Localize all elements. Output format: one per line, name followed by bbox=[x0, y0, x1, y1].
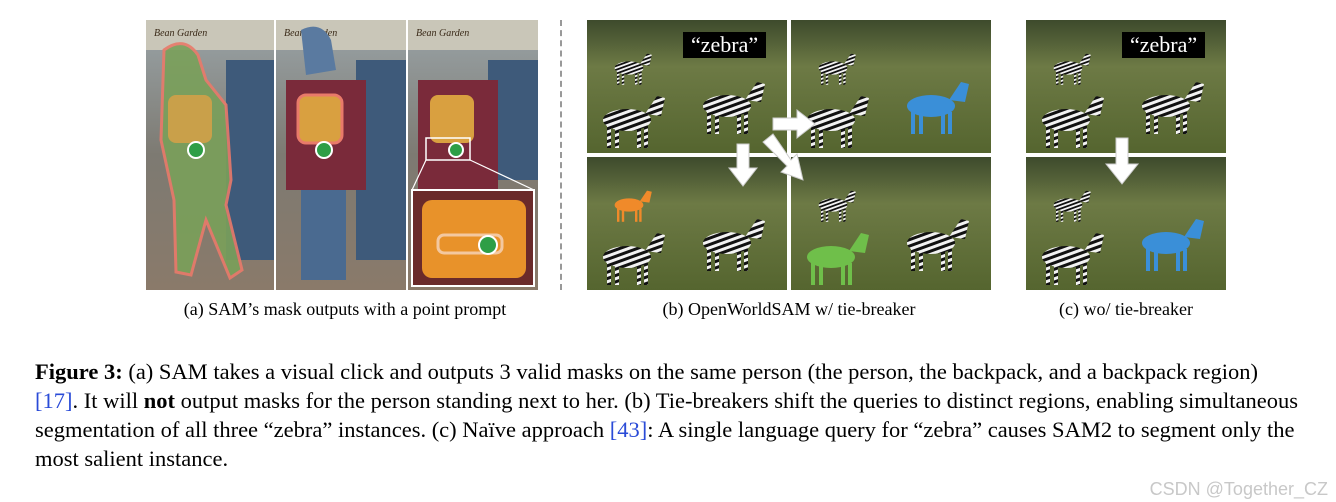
citation-link-17[interactable]: [17] bbox=[35, 388, 73, 413]
caption-part-2: . It will bbox=[72, 388, 144, 413]
panel-a-images: Bean Garden Bean Garden Bean Garden bbox=[146, 20, 538, 290]
sign-text-3: Bean Garden bbox=[416, 28, 469, 39]
caption-a: (a) SAM’s mask outputs with a point prom… bbox=[183, 299, 507, 319]
caption-c: (c) wo/ tie-breaker bbox=[1059, 299, 1193, 319]
caption-b: (b) OpenWorldSAM w/ tie-breaker bbox=[662, 299, 916, 319]
zebra-blue-mask-image bbox=[791, 20, 991, 153]
zoom-inset bbox=[411, 189, 535, 287]
zebra-orange-mask-image bbox=[587, 157, 787, 290]
figure-label: Figure 3: bbox=[35, 359, 123, 384]
watermark: CSDN @Together_CZ bbox=[1149, 479, 1328, 499]
citation-link-43[interactable]: [43] bbox=[609, 417, 648, 442]
panel-c-images: “zebra” bbox=[1026, 20, 1226, 290]
arrow-diagonal-icon bbox=[762, 133, 804, 181]
caption-part-4: : A single language query for “zebra” ca… bbox=[35, 417, 1295, 471]
dashed-divider bbox=[560, 20, 562, 290]
backpack-mask-image-2: Bean Garden bbox=[276, 20, 406, 290]
zebra-green-mask-image bbox=[791, 157, 991, 290]
caption-part-3: output masks for the person standing nex… bbox=[35, 388, 1298, 442]
figure-caption: Figure 3: (a) SAM takes a visual click a… bbox=[35, 357, 1305, 473]
sign-text-1: Bean Garden bbox=[154, 28, 207, 39]
arrow-down-icon bbox=[1104, 137, 1140, 185]
caption-part-1: (a) SAM takes a visual click and outputs… bbox=[122, 359, 1258, 384]
panel-b-images: “zebra” bbox=[587, 20, 991, 290]
arrow-down-icon bbox=[727, 143, 759, 187]
person-mask-image-1: Bean Garden bbox=[146, 20, 274, 290]
arrow-right-icon bbox=[772, 108, 816, 140]
zebra-prompt-tag-c: “zebra” bbox=[1122, 32, 1206, 58]
caption-bold-word: not bbox=[143, 388, 176, 413]
arrow-icons bbox=[727, 108, 816, 187]
zebra-prompt-tag-b: “zebra” bbox=[683, 32, 767, 58]
backpack-region-mask-image-3: Bean Garden bbox=[408, 20, 538, 290]
